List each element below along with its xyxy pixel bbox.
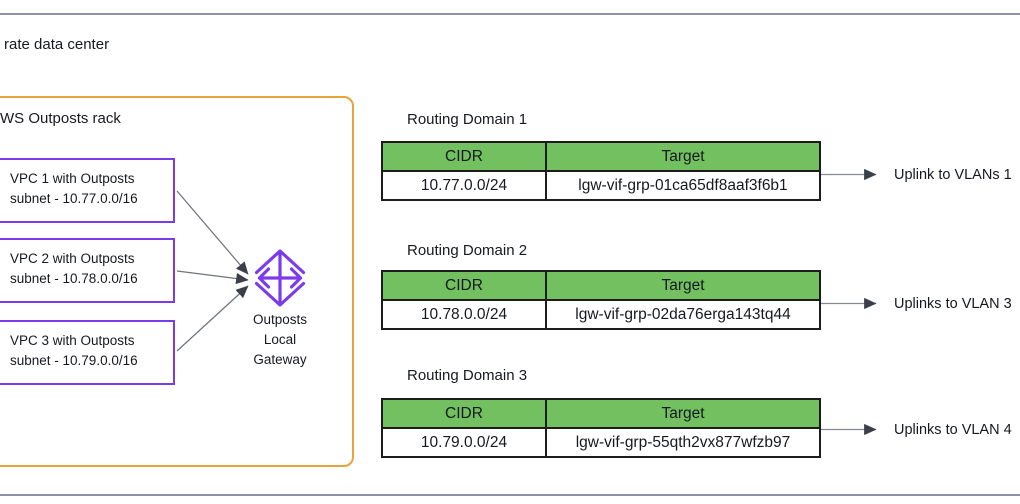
vpc-1-box: VPC 1 with Outposts subnet - 10.77.0.0/1… <box>0 158 175 223</box>
target-value: lgw-vif-grp-01ca65df8aaf3f6b1 <box>545 170 821 201</box>
uplink-label-1: Uplink to VLANs 1 <box>894 167 1012 183</box>
outposts-rack-label: WS Outposts rack <box>0 110 121 127</box>
vpc-1-subnet-label: subnet - 10.77.0.0/16 <box>10 191 138 206</box>
vpc-1-name-label: VPC 1 with Outposts <box>10 171 135 186</box>
cidr-column-header: CIDR <box>381 270 547 301</box>
target-column-header: Target <box>545 398 821 429</box>
vpc-3-subnet-label: subnet - 10.79.0.0/16 <box>10 353 138 368</box>
vpc-2-name-label: VPC 2 with Outposts <box>10 251 135 266</box>
routing-domain-1-table: CIDR Target 10.77.0.0/24 lgw-vif-grp-01c… <box>381 141 821 201</box>
vpc-3-name-label: VPC 3 with Outposts <box>10 333 135 348</box>
vpc-2-box: VPC 2 with Outposts subnet - 10.78.0.0/1… <box>0 238 175 303</box>
table-row: 10.77.0.0/24 lgw-vif-grp-01ca65df8aaf3f6… <box>381 170 821 201</box>
local-gateway-label-line3: Gateway <box>253 352 307 367</box>
uplink-label-3: Uplinks to VLAN 4 <box>894 422 1012 438</box>
local-gateway-label-line1: Outposts <box>252 312 308 327</box>
table-row: 10.78.0.0/24 lgw-vif-grp-02da76erga143tq… <box>381 299 821 330</box>
cidr-value: 10.78.0.0/24 <box>381 299 547 330</box>
corporate-data-center-boundary <box>0 13 1020 496</box>
corporate-data-center-label: rate data center <box>4 36 110 53</box>
routing-domain-3-title: Routing Domain 3 <box>407 367 528 384</box>
target-column-header: Target <box>545 270 821 301</box>
target-column-header: Target <box>545 141 821 172</box>
vpc-2-subnet-label: subnet - 10.78.0.0/16 <box>10 271 138 286</box>
cidr-value: 10.79.0.0/24 <box>381 427 547 458</box>
local-gateway-label: Outposts Local Gateway <box>238 310 322 370</box>
target-value: lgw-vif-grp-55qth2vx877wfzb97 <box>545 427 821 458</box>
vpc-3-box: VPC 3 with Outposts subnet - 10.79.0.0/1… <box>0 320 175 385</box>
local-gateway-label-line2: Local <box>263 332 297 347</box>
uplink-label-2: Uplinks to VLAN 3 <box>894 296 1012 312</box>
routing-domain-2-table: CIDR Target 10.78.0.0/24 lgw-vif-grp-02d… <box>381 270 821 330</box>
routing-domain-2-title: Routing Domain 2 <box>407 242 528 259</box>
routing-domain-3-table: CIDR Target 10.79.0.0/24 lgw-vif-grp-55q… <box>381 398 821 458</box>
cidr-column-header: CIDR <box>381 398 547 429</box>
cidr-column-header: CIDR <box>381 141 547 172</box>
cidr-value: 10.77.0.0/24 <box>381 170 547 201</box>
table-row: 10.79.0.0/24 lgw-vif-grp-55qth2vx877wfzb… <box>381 427 821 458</box>
target-value: lgw-vif-grp-02da76erga143tq44 <box>545 299 821 330</box>
routing-domain-1-title: Routing Domain 1 <box>407 111 528 128</box>
outposts-rack-boundary <box>0 96 354 467</box>
